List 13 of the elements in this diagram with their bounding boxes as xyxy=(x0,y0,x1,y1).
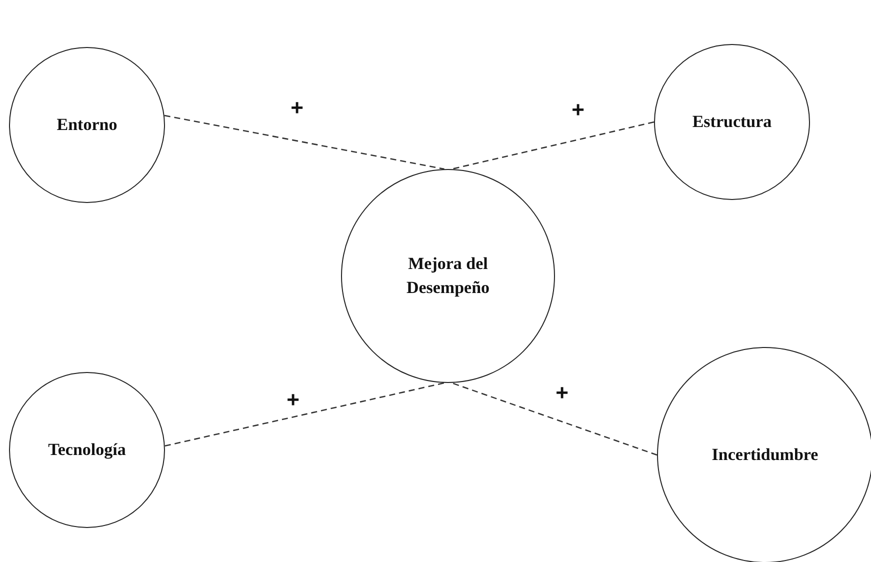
edge-label: + xyxy=(290,97,304,119)
dashed-connector xyxy=(164,382,444,447)
dashed-connector xyxy=(452,121,654,170)
node-label: Entorno xyxy=(56,114,118,136)
edge-label: + xyxy=(572,99,584,121)
node-label: Mejora del Desempeño xyxy=(405,253,491,299)
dashed-connector xyxy=(164,114,444,170)
node-label: Tecnología xyxy=(48,439,126,462)
dashed-connector xyxy=(452,382,658,456)
edge-label: + xyxy=(556,382,568,404)
node-label: Incertidumbre xyxy=(712,444,818,466)
node-label: Estructura xyxy=(692,111,772,134)
edge-label: + xyxy=(286,389,300,411)
